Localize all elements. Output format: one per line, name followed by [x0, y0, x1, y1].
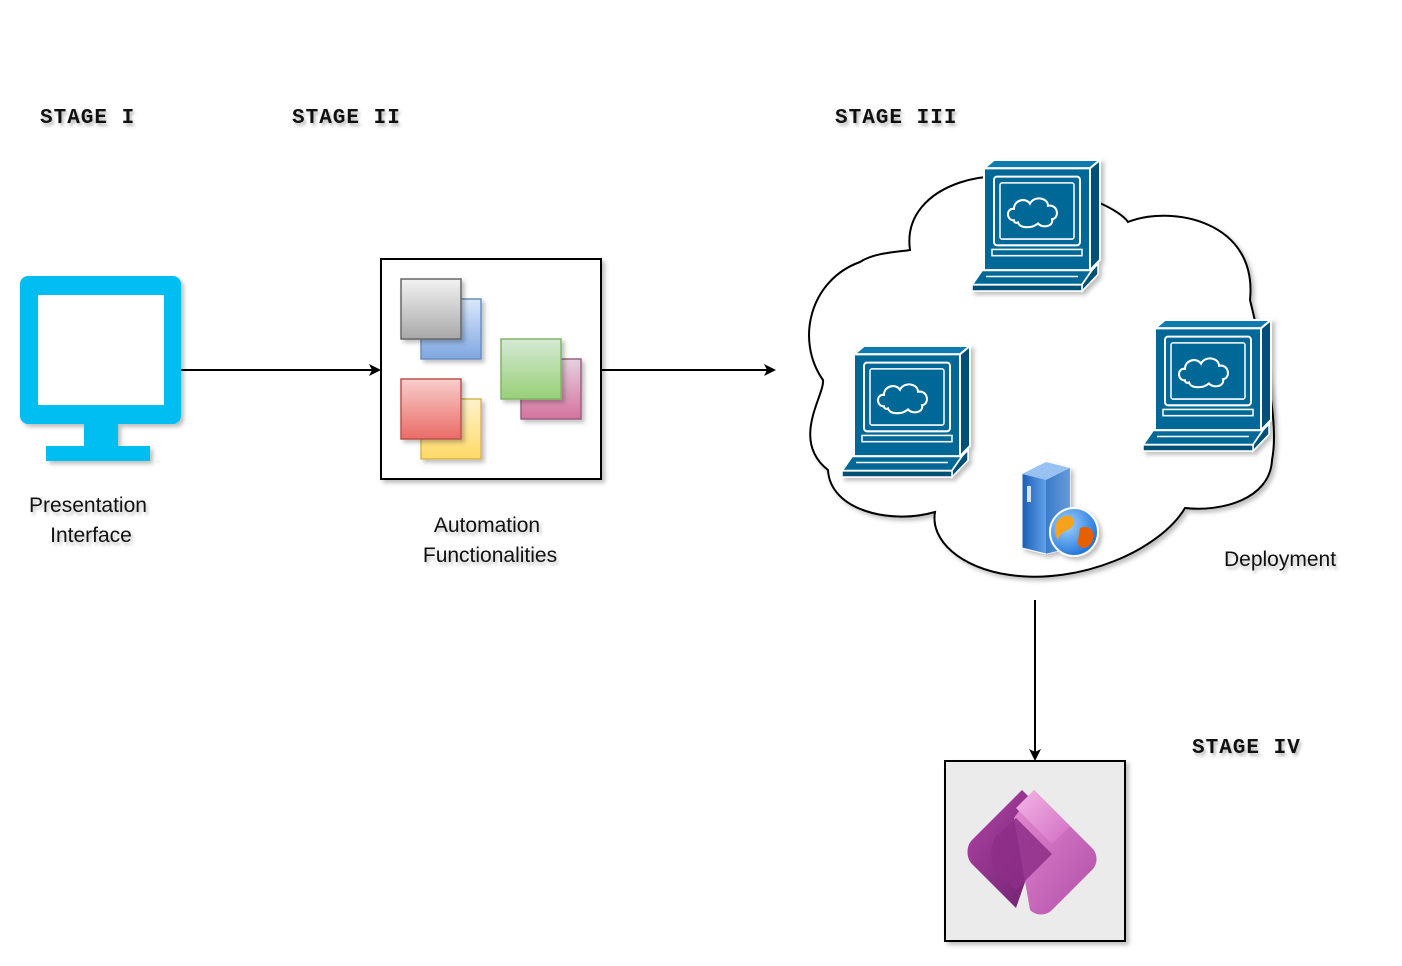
stacked-windows-icon — [400, 278, 582, 460]
cloud-computer-top — [970, 158, 1102, 293]
stage-3-label: STAGE III — [835, 107, 958, 130]
stage-2-label: STAGE II — [292, 107, 401, 130]
presentation-label-line2: Interface — [50, 524, 132, 547]
cloud-computer-left — [840, 344, 972, 479]
automation-label-line1: Automation — [433, 514, 541, 537]
automation-label-line2: Functionalities — [422, 544, 558, 567]
presentation-label-line1: Presentation — [29, 494, 147, 517]
deployment-label: Deployment — [1223, 548, 1337, 571]
monitor-icon — [20, 276, 181, 461]
power-apps-logo-icon — [967, 790, 1097, 915]
cloud-computer-right — [1141, 318, 1273, 453]
presentation-interface-label: Presentation Interface — [0, 491, 176, 551]
stage-1-label: STAGE I — [40, 107, 136, 130]
automation-functionalities-label: Automation Functionalities — [392, 511, 588, 571]
web-server-icon — [1021, 461, 1099, 557]
stage-4-label: STAGE IV — [1192, 737, 1301, 760]
